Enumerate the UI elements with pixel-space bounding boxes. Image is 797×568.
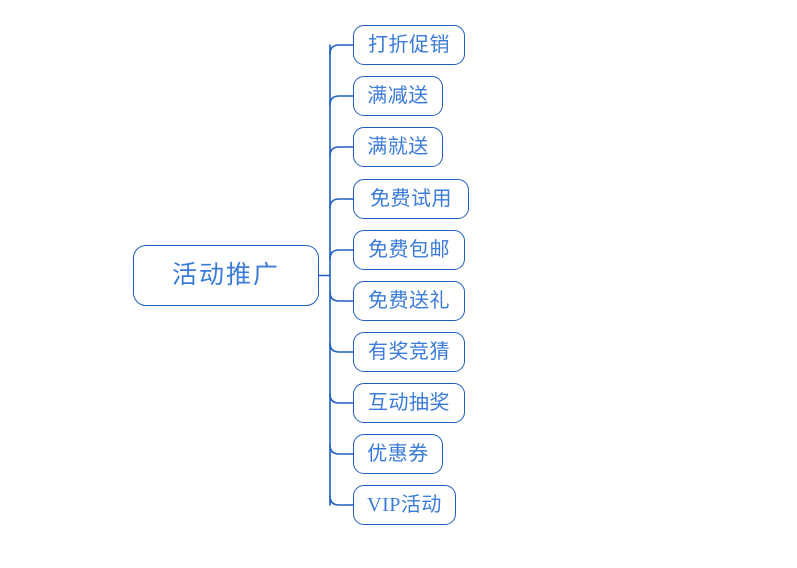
child-node-1[interactable]: 打折促销	[353, 25, 465, 65]
root-node-activity-promotion[interactable]: 活动推广	[133, 245, 319, 306]
child-node-10[interactable]: VIP活动	[353, 485, 456, 525]
child-node-2[interactable]: 满减送	[353, 76, 443, 116]
child-node-7-label: 有奖竞猜	[368, 341, 450, 363]
child-node-6-label: 免费送礼	[368, 290, 450, 312]
child-node-5-label: 免费包邮	[368, 239, 450, 261]
root-node-label: 活动推广	[171, 261, 280, 289]
child-node-1-label: 打折促销	[368, 34, 450, 56]
child-node-3-label: 满就送	[367, 136, 429, 158]
child-node-4[interactable]: 免费试用	[353, 179, 469, 219]
child-node-8-label: 互动抽奖	[368, 392, 450, 414]
child-node-3[interactable]: 满就送	[353, 127, 443, 167]
child-node-2-label: 满减送	[367, 85, 429, 107]
child-node-9-label: 优惠券	[367, 443, 429, 465]
child-node-6[interactable]: 免费送礼	[353, 281, 465, 321]
child-node-5[interactable]: 免费包邮	[353, 230, 465, 270]
child-node-4-label: 免费试用	[370, 188, 452, 210]
child-node-10-label: VIP活动	[367, 494, 442, 516]
child-node-9[interactable]: 优惠券	[353, 434, 443, 474]
child-node-7[interactable]: 有奖竞猜	[353, 332, 465, 372]
child-node-8[interactable]: 互动抽奖	[353, 383, 465, 423]
